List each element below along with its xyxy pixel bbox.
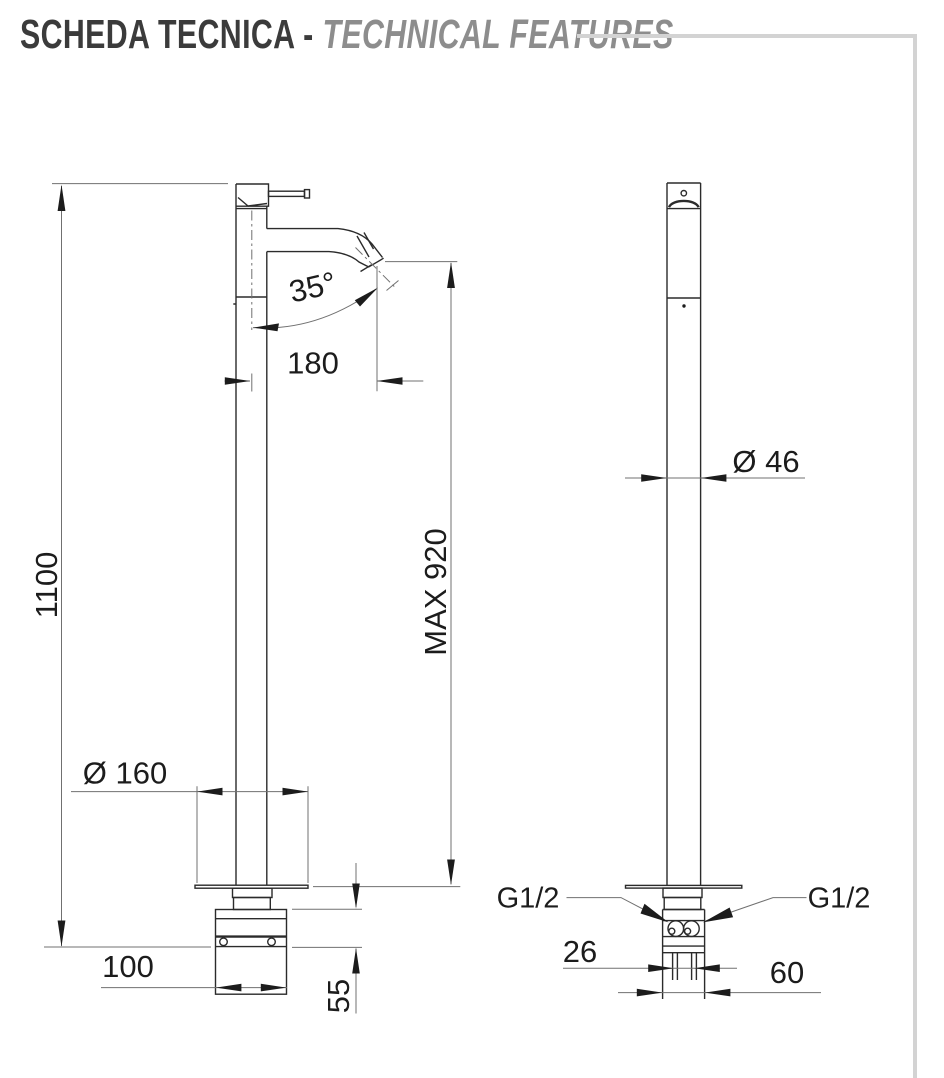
dim-160-label: Ø 160 bbox=[83, 756, 167, 791]
dim-60-arrow-right bbox=[704, 988, 731, 997]
callout-g12-left-label: G1/2 bbox=[497, 883, 560, 915]
side-faucet-outline bbox=[624, 182, 743, 999]
dim-180-arrow-right bbox=[224, 377, 251, 385]
front-screw-left bbox=[218, 937, 228, 947]
dim-920-arrow-down bbox=[447, 859, 455, 885]
front-view: 1100 35° 180 MAX 920 bbox=[29, 183, 461, 1014]
front-body-joint bbox=[233, 296, 268, 305]
dim-60-label: 60 bbox=[770, 955, 804, 990]
dim-46-arrow-left bbox=[641, 474, 667, 482]
dim-920-label: MAX 920 bbox=[418, 528, 453, 656]
side-body-dot bbox=[682, 304, 686, 308]
dim-total-height: 1100 bbox=[29, 183, 228, 948]
front-spout-top bbox=[266, 227, 384, 258]
dim-920-arrow-up bbox=[447, 262, 455, 288]
dim-1100-ref-lines bbox=[44, 183, 228, 948]
front-base-box-lines bbox=[215, 918, 287, 948]
border-rule-vertical bbox=[912, 34, 917, 1078]
front-spout-bend-lines bbox=[356, 232, 375, 258]
front-head-outline bbox=[236, 183, 270, 207]
dim-base-width: 100 bbox=[101, 949, 287, 992]
side-base-neck bbox=[662, 887, 703, 899]
dim-46-label: Ø 46 bbox=[732, 444, 799, 479]
dim-base-plate-diameter: Ø 160 bbox=[71, 756, 309, 883]
front-spout-axis-tick bbox=[386, 280, 399, 291]
callout-inlet-right: G1/2 bbox=[703, 883, 870, 923]
dim-55-arrow-down bbox=[352, 883, 360, 909]
dim-55-label: 55 bbox=[321, 979, 356, 1013]
front-base-neck bbox=[231, 887, 273, 899]
callout-inlet-left: G1/2 bbox=[497, 883, 669, 923]
front-spout-outlet-face bbox=[360, 257, 384, 273]
front-screw-right bbox=[267, 937, 277, 947]
dim-1100-arrow-down bbox=[57, 920, 66, 947]
dim-inlet-spacing: 26 bbox=[563, 934, 737, 972]
dim-160-arrow-left bbox=[197, 787, 223, 796]
dim-35-arrow-right bbox=[354, 287, 378, 307]
callout-g12-right-arrow bbox=[703, 907, 734, 923]
dim-180-arrow-left bbox=[377, 377, 403, 385]
side-inlet-circle-right bbox=[682, 920, 700, 938]
dim-35-label: 35° bbox=[286, 265, 340, 310]
dim-26-arrow-right bbox=[694, 964, 720, 972]
side-inlet-pipes bbox=[671, 952, 698, 980]
front-lever-rod bbox=[267, 190, 306, 198]
front-spout-bottom bbox=[266, 250, 369, 268]
side-head-joint bbox=[667, 207, 701, 299]
dim-1100-arrow-up bbox=[57, 184, 66, 211]
dim-46-arrow-right bbox=[700, 474, 727, 482]
page-title-italian: SCHEDA TECNICA - bbox=[20, 11, 314, 57]
dim-160-line bbox=[71, 786, 309, 883]
dim-100-arrow-left bbox=[215, 983, 242, 992]
side-lever-dome bbox=[667, 199, 700, 208]
dim-920-ref-lines bbox=[313, 261, 461, 888]
dim-26-arrow-left bbox=[648, 964, 674, 972]
side-inlet-inner-right bbox=[683, 927, 692, 935]
dim-base-height: 55 bbox=[292, 863, 362, 1014]
dim-160-arrow-right bbox=[282, 787, 308, 796]
dim-1100-label: 1100 bbox=[29, 552, 64, 619]
front-base-box bbox=[214, 908, 288, 995]
dim-35-arrow-left bbox=[253, 323, 279, 332]
dim-column-diameter: Ø 46 bbox=[625, 444, 805, 482]
callout-g12-right-label: G1/2 bbox=[808, 883, 871, 915]
dim-26-label: 26 bbox=[563, 934, 597, 969]
side-view: Ø 46 G1/2 G1/2 26 bbox=[497, 182, 870, 999]
side-head-screw bbox=[680, 189, 688, 197]
dim-base-depth: 60 bbox=[618, 955, 821, 997]
dim-spout-angle: 35° bbox=[252, 265, 378, 332]
callout-g12-left-arrow bbox=[640, 903, 669, 923]
dim-spout-reach: 180 bbox=[224, 266, 424, 392]
dim-spout-max-height: MAX 920 bbox=[313, 261, 461, 888]
side-base-tube bbox=[663, 896, 702, 911]
side-base-box-lines bbox=[662, 919, 705, 947]
dim-100-label: 100 bbox=[102, 949, 154, 984]
front-base-tube bbox=[232, 896, 271, 911]
header-rule-horizontal bbox=[577, 34, 917, 39]
dim-100-arrow-right bbox=[260, 983, 287, 992]
dim-55-arrow-up bbox=[352, 948, 360, 974]
side-column-outline bbox=[666, 182, 702, 886]
front-faucet-outline bbox=[194, 183, 399, 995]
dim-180-label: 180 bbox=[287, 346, 339, 381]
front-spout-axis bbox=[355, 247, 397, 290]
front-head-detail bbox=[237, 196, 268, 207]
side-base-box bbox=[661, 908, 706, 999]
side-inlet-inner-left bbox=[668, 927, 676, 935]
dim-60-arrow-left bbox=[636, 988, 663, 997]
front-lever-cap bbox=[303, 188, 311, 199]
